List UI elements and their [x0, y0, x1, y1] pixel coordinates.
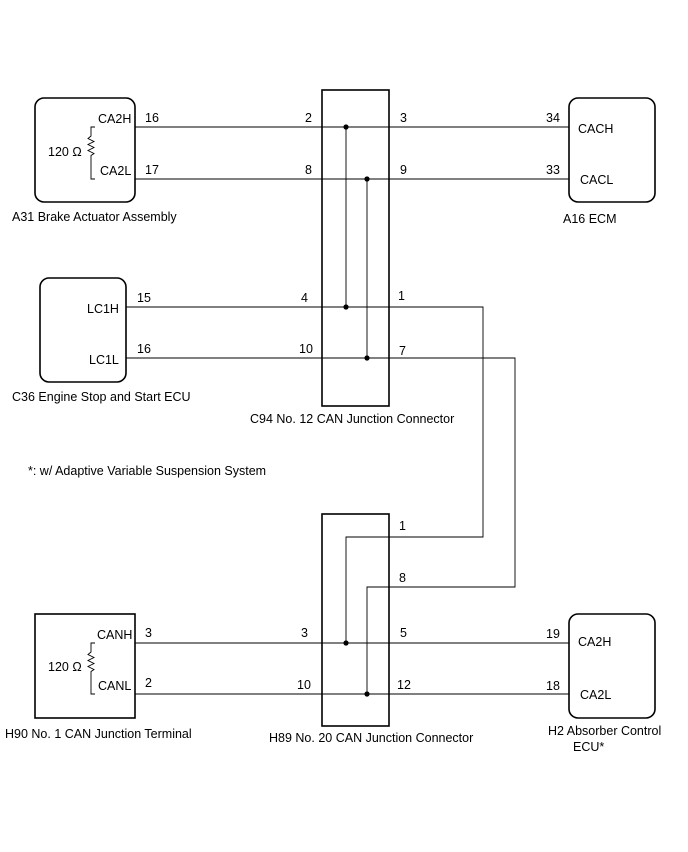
h2-pin-name: CA2L [580, 688, 611, 702]
h89-pin-number: 5 [400, 626, 407, 640]
h89-junction-connector-box [321, 513, 390, 727]
h2-pin-name: CA2H [578, 635, 611, 649]
h89-component-label: H89 No. 20 CAN Junction Connector [269, 731, 473, 745]
h2-absorber-control-ecu-box [568, 613, 656, 719]
h90-pin-name: CANL [98, 679, 131, 693]
a31-pin-name: CA2L [100, 164, 131, 178]
c94-component-label: C94 No. 12 CAN Junction Connector [250, 412, 454, 426]
a16-component-label: A16 ECM [563, 212, 617, 226]
a16-pin-name: CACL [580, 173, 613, 187]
c94-pin-number: 4 [301, 291, 308, 305]
c94-junction-connector-box [321, 89, 390, 407]
a31-brake-actuator-box [34, 97, 136, 203]
c36-component-label: C36 Engine Stop and Start ECU [12, 390, 191, 404]
c94-pin-number: 8 [305, 163, 312, 177]
h2-component-label: H2 Absorber Control [548, 724, 661, 738]
c94-pin-number: 10 [299, 342, 313, 356]
c94-pin-number: 7 [399, 344, 406, 358]
c94-pin-number: 3 [400, 111, 407, 125]
h89-pin-number: 12 [397, 678, 411, 692]
a31-resistor-value: 120 Ω [48, 145, 82, 159]
junction-dot [364, 176, 370, 182]
h89-pin-number: 10 [297, 678, 311, 692]
c36-engine-stop-start-ecu-box [39, 277, 127, 383]
c36-pin-number: 16 [137, 342, 151, 356]
h90-component-label: H90 No. 1 CAN Junction Terminal [5, 727, 192, 741]
a16-pin-name: CACH [578, 122, 613, 136]
a16-pin-number: 33 [546, 163, 560, 177]
junction-dot [343, 124, 349, 130]
c94-pin-number: 1 [398, 289, 405, 303]
h89-pin-number: 8 [399, 571, 406, 585]
h90-pin-number: 3 [145, 626, 152, 640]
junction-dot [343, 304, 349, 310]
a16-ecm-box [568, 97, 656, 203]
c94-pin-number: 9 [400, 163, 407, 177]
c36-pin-name: LC1L [89, 353, 119, 367]
h2-component-label-line2: ECU* [573, 740, 604, 754]
a31-pin-name: CA2H [98, 112, 131, 126]
h2-pin-number: 19 [546, 627, 560, 641]
h89-pin-number: 1 [399, 519, 406, 533]
h2-pin-number: 18 [546, 679, 560, 693]
a31-pin-number: 16 [145, 111, 159, 125]
a31-component-label: A31 Brake Actuator Assembly [12, 210, 177, 224]
footnote: *: w/ Adaptive Variable Suspension Syste… [28, 464, 266, 478]
junction-dot [343, 640, 349, 646]
h90-resistor-value: 120 Ω [48, 660, 82, 674]
junction-dot [364, 355, 370, 361]
junction-dot [364, 691, 370, 697]
wire-c94-pin7-to-h89-pin8 [366, 357, 516, 694]
c94-pin-number: 2 [305, 111, 312, 125]
h89-pin-number: 3 [301, 626, 308, 640]
c36-pin-name: LC1H [87, 302, 119, 316]
c36-pin-number: 15 [137, 291, 151, 305]
h90-resistor [86, 642, 96, 695]
a16-pin-number: 34 [546, 111, 560, 125]
wire-c94-pin1-to-h89-pin1 [345, 306, 484, 643]
h90-can-junction-terminal-box [34, 613, 136, 719]
a31-pin-number: 17 [145, 163, 159, 177]
h90-pin-name: CANH [97, 628, 132, 642]
h90-pin-number: 2 [145, 676, 152, 690]
a31-resistor [86, 126, 96, 180]
